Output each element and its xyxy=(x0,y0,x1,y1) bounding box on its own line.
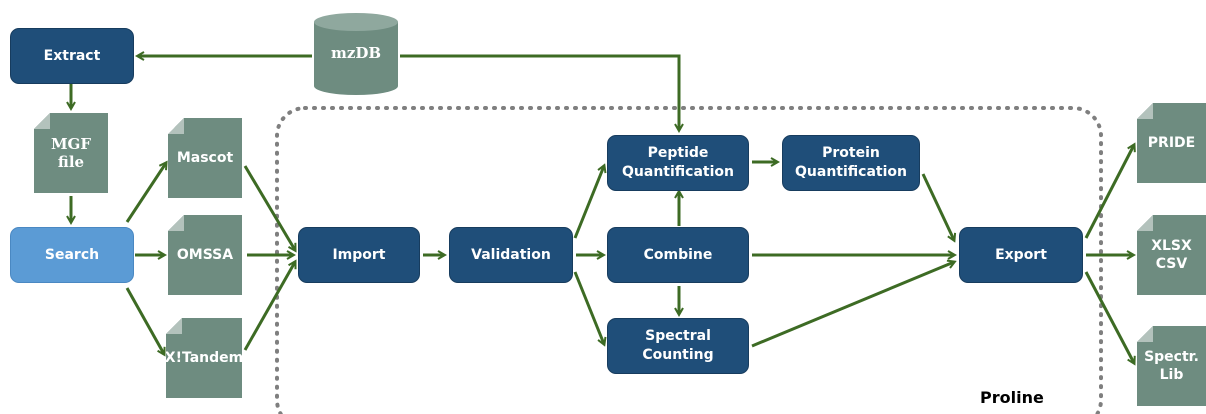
xtandem-label: X!Tandem xyxy=(164,349,244,366)
search-box: Search xyxy=(10,227,134,283)
pride-label: PRIDE xyxy=(1147,134,1196,151)
combine-box: Combine xyxy=(607,227,749,283)
peptide-quantification-box: Peptide Quantification xyxy=(607,135,749,191)
arrow-spectral-export xyxy=(751,262,954,348)
omssa-file: OMSSA xyxy=(168,215,242,295)
mascot-label: Mascot xyxy=(176,149,234,166)
proline-boundary xyxy=(275,106,1103,414)
arrow-export-pride xyxy=(1084,145,1134,239)
arrow-protein-export xyxy=(921,173,954,240)
export-box: Export xyxy=(959,227,1083,283)
protein-quantification-box: Protein Quantification xyxy=(782,135,920,191)
arrow-validation-peptide xyxy=(573,166,604,239)
arrow-export-spectrlib xyxy=(1084,271,1134,363)
mgf-file-document: MGF file xyxy=(34,113,108,193)
mascot-file: Mascot xyxy=(168,118,242,198)
arrows xyxy=(71,56,1134,363)
spectr-lib-label: Spectr. Lib xyxy=(1144,348,1199,383)
mzdb-database-icon xyxy=(314,13,398,95)
mzdb-label: mzDB xyxy=(330,44,382,62)
xlsx-csv-file: XLSX CSV xyxy=(1137,215,1206,295)
import-box: Import xyxy=(298,227,420,283)
extract-box: Extract xyxy=(10,28,134,84)
pride-file: PRIDE xyxy=(1137,103,1206,183)
spectr-lib-file: Spectr. Lib xyxy=(1137,326,1206,406)
arrow-xtandem-import xyxy=(243,262,295,351)
arrow-search-mascot xyxy=(125,163,166,223)
xlsx-csv-label: XLSX CSV xyxy=(1151,237,1192,272)
validation-box: Validation xyxy=(449,227,573,283)
spectral-counting-box: Spectral Counting xyxy=(607,318,749,374)
proline-label: Proline xyxy=(980,388,1044,407)
arrow-validation-spectral xyxy=(573,271,604,344)
mgf-file-label: MGF file xyxy=(50,135,92,171)
arrow-search-xtandem xyxy=(125,287,164,354)
arrow-mascot-import xyxy=(243,165,295,250)
xtandem-file: X!Tandem xyxy=(166,318,242,398)
arrow-mzdb-peptide xyxy=(400,54,679,130)
omssa-label: OMSSA xyxy=(176,246,234,263)
